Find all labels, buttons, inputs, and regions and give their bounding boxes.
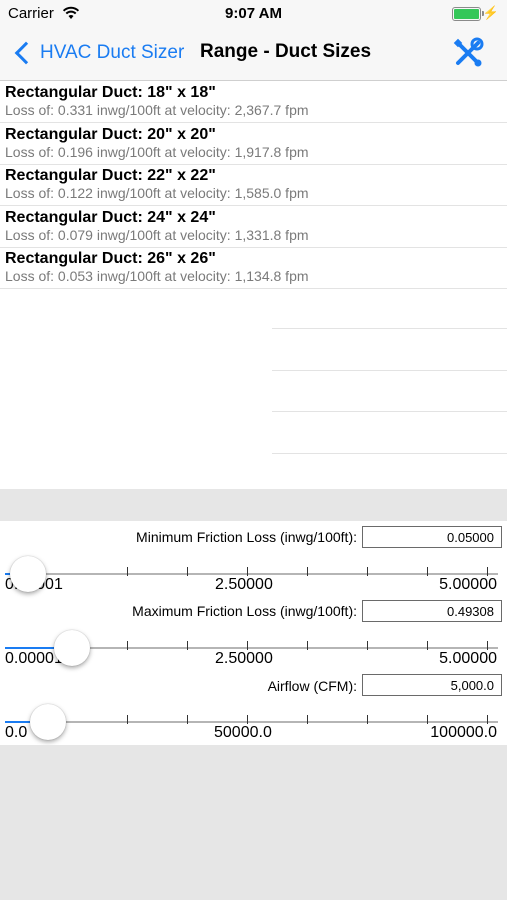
airflow-slider-max: 100000.0 bbox=[430, 724, 497, 741]
slider-tick bbox=[127, 641, 128, 650]
duct-size-detail: Loss of: 0.196 inwg/100ft at velocity: 1… bbox=[5, 144, 309, 160]
bottom-area bbox=[0, 745, 507, 900]
navigation-bar: HVAC Duct Sizer Range - Duct Sizes bbox=[0, 28, 507, 81]
wrench-screwdriver-icon[interactable] bbox=[451, 36, 485, 70]
slider-tick bbox=[247, 641, 248, 650]
duct-size-title: Rectangular Duct: 22" x 22" bbox=[5, 167, 216, 184]
list-item[interactable]: Rectangular Duct: 24" x 24" Loss of: 0.0… bbox=[0, 206, 507, 248]
slider-fill bbox=[5, 647, 54, 649]
carrier-label: Carrier bbox=[8, 5, 54, 22]
status-bar: Carrier 9:07 AM ⚡ bbox=[0, 0, 507, 28]
slider-tick bbox=[187, 567, 188, 576]
max-friction-slider-thumb[interactable] bbox=[53, 630, 90, 666]
min-friction-slider[interactable] bbox=[5, 573, 498, 575]
slider-tick bbox=[127, 715, 128, 724]
results-list: Rectangular Duct: 18" x 18" Loss of: 0.3… bbox=[0, 81, 507, 489]
list-item[interactable]: Rectangular Duct: 20" x 20" Loss of: 0.1… bbox=[0, 123, 507, 165]
battery-icon bbox=[452, 7, 484, 21]
duct-size-title: Rectangular Duct: 20" x 20" bbox=[5, 126, 216, 143]
slider-tick bbox=[127, 567, 128, 576]
slider-tick bbox=[487, 567, 488, 576]
list-item[interactable]: Rectangular Duct: 18" x 18" Loss of: 0.3… bbox=[0, 81, 507, 123]
back-button[interactable]: HVAC Duct Sizer bbox=[14, 38, 184, 68]
slider-tick bbox=[427, 715, 428, 724]
airflow-slider-thumb[interactable] bbox=[29, 704, 66, 740]
max-friction-slider-min: 0.00001 bbox=[5, 650, 63, 667]
airflow-slider-mid: 50000.0 bbox=[214, 724, 272, 741]
divider bbox=[272, 411, 507, 412]
min-friction-field[interactable] bbox=[362, 526, 502, 548]
page-title: Range - Duct Sizes bbox=[200, 41, 372, 62]
airflow-slider-min: 0.0 bbox=[5, 724, 28, 741]
section-separator bbox=[0, 489, 507, 521]
duct-size-detail: Loss of: 0.331 inwg/100ft at velocity: 2… bbox=[5, 102, 309, 118]
chevron-left-icon bbox=[14, 41, 38, 65]
slider-tick bbox=[367, 715, 368, 724]
slider-tick bbox=[187, 715, 188, 724]
divider bbox=[272, 370, 507, 371]
back-button-label: HVAC Duct Sizer bbox=[40, 42, 185, 63]
charging-icon: ⚡ bbox=[482, 5, 499, 20]
min-friction-slider-thumb[interactable] bbox=[9, 556, 46, 592]
clock: 9:07 AM bbox=[225, 5, 282, 22]
duct-size-detail: Loss of: 0.122 inwg/100ft at velocity: 1… bbox=[5, 185, 309, 201]
slider-tick bbox=[187, 641, 188, 650]
airflow-slider[interactable] bbox=[5, 721, 498, 723]
wifi-icon bbox=[62, 6, 80, 19]
duct-size-detail: Loss of: 0.053 inwg/100ft at velocity: 1… bbox=[5, 268, 309, 284]
slider-tick bbox=[427, 641, 428, 650]
list-item[interactable]: Rectangular Duct: 22" x 22" Loss of: 0.1… bbox=[0, 164, 507, 206]
slider-tick bbox=[247, 715, 248, 724]
slider-tick bbox=[427, 567, 428, 576]
max-friction-slider-mid: 2.50000 bbox=[215, 650, 273, 667]
duct-size-detail: Loss of: 0.079 inwg/100ft at velocity: 1… bbox=[5, 227, 309, 243]
max-friction-label: Maximum Friction Loss (inwg/100ft): bbox=[132, 603, 357, 619]
slider-fill bbox=[5, 721, 30, 723]
divider bbox=[272, 453, 507, 454]
max-friction-field[interactable] bbox=[362, 600, 502, 622]
slider-tick bbox=[487, 641, 488, 650]
max-friction-slider-max: 5.00000 bbox=[439, 650, 497, 667]
slider-tick bbox=[307, 567, 308, 576]
min-friction-slider-max: 5.00000 bbox=[439, 576, 497, 593]
controls-panel: Minimum Friction Loss (inwg/100ft): 0.00… bbox=[0, 521, 507, 745]
duct-size-title: Rectangular Duct: 26" x 26" bbox=[5, 250, 216, 267]
slider-tick bbox=[307, 641, 308, 650]
airflow-label: Airflow (CFM): bbox=[267, 678, 357, 694]
slider-tick bbox=[307, 715, 308, 724]
slider-tick bbox=[247, 567, 248, 576]
duct-size-title: Rectangular Duct: 24" x 24" bbox=[5, 209, 216, 226]
min-friction-label: Minimum Friction Loss (inwg/100ft): bbox=[136, 529, 357, 545]
divider bbox=[272, 328, 507, 329]
duct-size-title: Rectangular Duct: 18" x 18" bbox=[5, 84, 216, 101]
slider-tick bbox=[367, 567, 368, 576]
airflow-field[interactable] bbox=[362, 674, 502, 696]
list-item[interactable]: Rectangular Duct: 26" x 26" Loss of: 0.0… bbox=[0, 247, 507, 289]
min-friction-slider-mid: 2.50000 bbox=[215, 576, 273, 593]
max-friction-slider[interactable] bbox=[5, 647, 498, 649]
slider-tick bbox=[487, 715, 488, 724]
slider-tick bbox=[367, 641, 368, 650]
